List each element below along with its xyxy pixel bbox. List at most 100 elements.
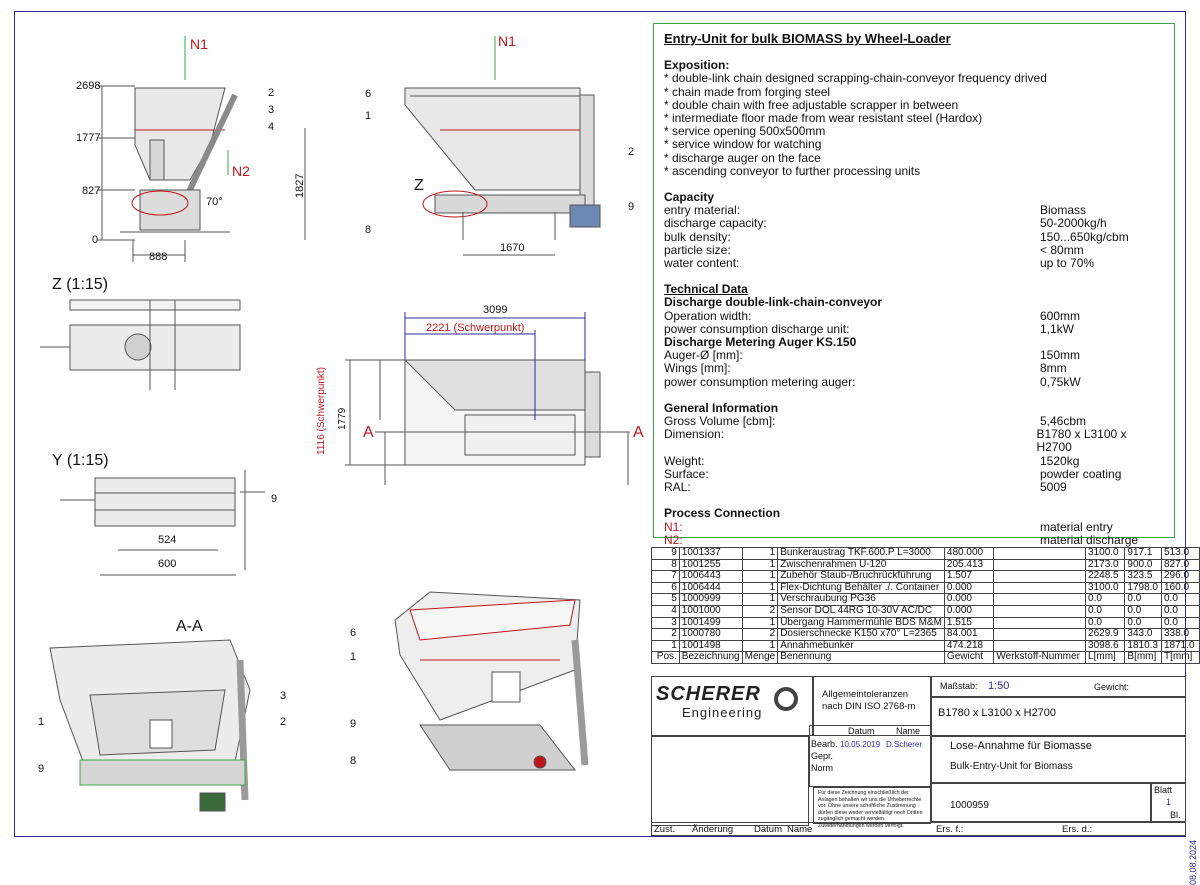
- process-row: N1: material entry: [664, 519, 1164, 534]
- spec-key: Weight:: [664, 453, 705, 468]
- parts-cell: 1: [741, 639, 779, 653]
- parts-cell: 1798.0: [1124, 581, 1162, 595]
- parts-cell: Verschraubung PG36: [777, 593, 945, 606]
- norm-label: Norm: [811, 763, 833, 773]
- spec-value: B1780 x L3100 x H2700: [1036, 427, 1127, 455]
- sheet-number-cell: Blatt 1 Bl.: [1151, 783, 1186, 822]
- general-row: Gross Volume [cbm]:5,46cbm: [664, 414, 1164, 429]
- parts-cell: Dosierschnecke K150 x70° L=2365: [777, 628, 945, 641]
- pos-6: 6: [365, 88, 372, 100]
- revision-grid: [651, 736, 809, 826]
- dim-1670: 1670: [500, 242, 525, 254]
- exposition-item: * discharge auger on the face: [664, 150, 821, 165]
- bl-label: Bl.: [1170, 810, 1181, 820]
- ers-f-label: Ers. f.:: [936, 824, 964, 835]
- process-heading: Process Connection: [664, 506, 781, 521]
- pos-1-aa: 1: [38, 716, 45, 728]
- parts-cell: 1: [651, 639, 680, 653]
- general-row: Surface:powder coating: [664, 467, 1164, 481]
- auger-row: Wings [mm]:8mm: [664, 362, 1164, 375]
- pos-3-aa: 3: [280, 690, 287, 702]
- parts-cell: [993, 628, 1087, 641]
- parts-cell: 917.1: [1124, 547, 1162, 560]
- spec-value: 5,46cbm: [1040, 414, 1087, 429]
- bearb-name: D.Scherer: [886, 740, 923, 749]
- exposition-item: * service opening 500x500mm: [664, 124, 826, 139]
- capacity-row: particle size:< 80mm: [664, 242, 1164, 257]
- scale-value: 1:50: [988, 680, 1010, 692]
- pos-1-iso: 1: [350, 651, 357, 663]
- section-a-right: A: [633, 424, 644, 441]
- parts-cell: 1006444: [678, 581, 743, 595]
- parts-cell: 9: [651, 547, 680, 560]
- spec-value: 150mm: [1040, 348, 1081, 363]
- parts-cell: 1001000: [678, 604, 743, 618]
- general-row: RAL:5009: [664, 480, 1164, 494]
- datum-label: Datum: [848, 726, 875, 736]
- front-hopper: [404, 87, 581, 191]
- massstab-label: Maßstab:: [940, 681, 978, 691]
- blatt-label: Blatt: [1154, 785, 1173, 795]
- gepr-label: Gepr.: [811, 751, 834, 761]
- parts-cell: 0.0: [1124, 593, 1162, 606]
- spec-value: < 80mm: [1040, 242, 1084, 257]
- parts-cell: [993, 639, 1087, 653]
- pos-9-front: 9: [628, 201, 635, 213]
- title-en: Bulk-Entry-Unit for Biomass: [950, 761, 1073, 772]
- spec-key: N1:: [664, 519, 683, 534]
- zust-label: Zust.: [654, 824, 676, 835]
- parts-cell: 474.218: [943, 639, 995, 653]
- detail-z-marker: Z: [414, 177, 424, 194]
- bearb-label: Bearb.: [811, 739, 838, 749]
- parts-cell: 480.000: [943, 547, 995, 560]
- parts-cell: 2: [741, 604, 779, 618]
- exposition-item: * service window for watching: [664, 137, 822, 152]
- dimension-cell: B1780 x L3100 x H2700: [931, 697, 1186, 736]
- pos-9-iso: 9: [350, 718, 357, 730]
- capacity-heading: Capacity: [664, 190, 715, 205]
- specification-panel: Entry-Unit for bulk BIOMASS by Wheel-Loa…: [653, 23, 1175, 546]
- parts-cell: 0.000: [943, 581, 995, 595]
- spec-value: material entry: [1040, 519, 1113, 534]
- datum-footer-label: Datum: [754, 824, 782, 835]
- parts-cell: [993, 593, 1087, 606]
- parts-cell: 296.0: [1160, 570, 1200, 583]
- name-footer-label: Name: [787, 824, 813, 835]
- parts-cell: 2629.9: [1085, 628, 1126, 641]
- parts-cell: Bezeichnung: [678, 651, 743, 664]
- exposition-item: * chain made from forging steel: [664, 84, 831, 99]
- drawing-sheet: 08.08.2024: [14, 11, 1200, 885]
- parts-cell: 160.0: [1160, 581, 1200, 595]
- section-a-left: A: [363, 424, 374, 441]
- parts-cell: L[mm]: [1085, 651, 1126, 664]
- parts-cell: [993, 581, 1087, 595]
- parts-cell: 900.0: [1124, 558, 1162, 572]
- parts-cell: 1: [741, 593, 779, 606]
- name-label: Name: [896, 726, 921, 736]
- parts-cell: 1.515: [943, 616, 995, 630]
- spec-key: entry material:: [664, 203, 741, 218]
- parts-cell: Menge: [741, 651, 779, 664]
- parts-cell: Benennung: [777, 651, 945, 664]
- parts-cell: 0.0: [1085, 593, 1126, 606]
- parts-cell: 2: [651, 628, 680, 641]
- parts-cell: 0.0: [1160, 593, 1200, 606]
- dim-888: 888: [149, 251, 168, 263]
- parts-cell: 7: [651, 570, 680, 583]
- parts-cell: Zwischenrahmen U-120: [777, 558, 945, 572]
- parts-cell: 1001498: [678, 639, 743, 653]
- pos-4: 4: [268, 121, 275, 133]
- company-logo-top: SCHERER: [656, 683, 761, 705]
- pos-2: 2: [268, 87, 275, 99]
- parts-cell: 1: [741, 581, 779, 595]
- spec-key: Auger-Ø [mm]:: [664, 348, 743, 363]
- spec-value: 150...650kg/cbm: [1040, 229, 1129, 244]
- exposition-item: * double-link chain designed scrapping-c…: [664, 71, 1047, 86]
- spec-key: N2:: [664, 532, 683, 547]
- approval-grid: Datum Name Bearb. 10.05.2019 D.Scherer G…: [809, 725, 931, 787]
